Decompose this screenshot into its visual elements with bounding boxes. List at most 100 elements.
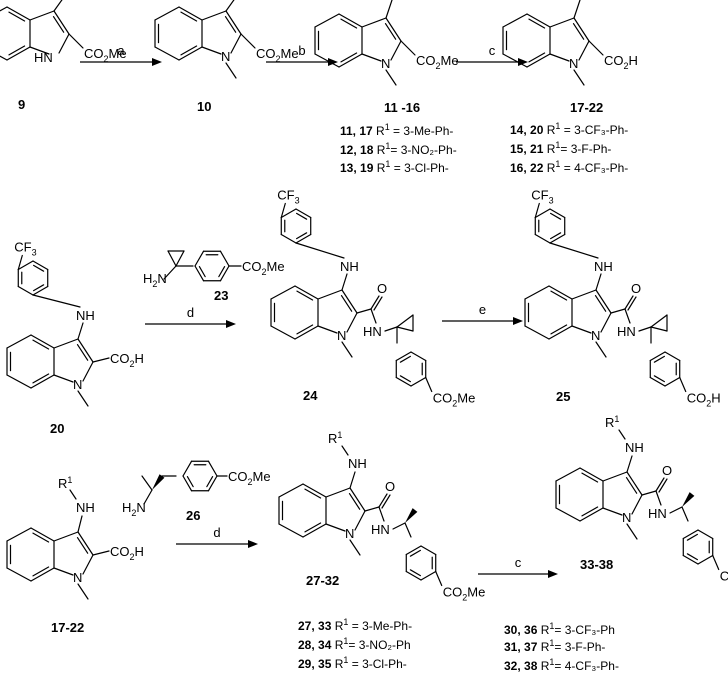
r-group-17b-part: 1 [67,475,72,485]
bond [29,46,50,55]
bond [682,529,699,540]
n-methyl-bond [225,62,237,79]
ester-23: CO2Me [242,259,285,277]
double-bond [304,522,322,533]
cf3-group-part: 3 [32,248,37,258]
r-substituent: = 3-NO₂-Ph- [390,143,456,157]
amide-nh: HN [617,324,636,339]
double-bond [384,22,397,40]
amine-group-part: N [136,500,145,515]
arrow-c-top-label: c [489,43,496,58]
double-bond [409,569,421,577]
n-methyl-bond [595,341,607,358]
cf3-group: CF3 [277,188,299,206]
bond [373,296,383,311]
acid-25-part: H [711,391,720,406]
bond [524,325,550,340]
bond [579,467,604,482]
bond [338,13,363,28]
r-symbol: R [373,143,385,157]
bond [549,53,570,62]
r-superscript: 1 [549,657,554,667]
amine-group: H2N [122,500,146,518]
ester-26-part: CO [228,469,248,484]
bond [410,351,427,362]
bond [178,6,203,21]
bond [77,531,94,556]
bond [314,13,340,28]
r-symbol: R [537,640,549,654]
bond [649,376,666,387]
ester-10-part: CO [256,46,276,61]
compound-ids: 16, 22 [510,161,544,175]
ester-11: CO2Me [416,53,459,71]
carbonyl-o: O [631,281,641,296]
r-superscript: 1 [385,141,390,151]
bond [82,361,94,382]
r-symbol: R [331,619,343,633]
n-atom: N [221,49,230,64]
double-bond [686,553,698,561]
r-substituent: = 3-Cl-Ph- [390,161,448,175]
double-bond [52,15,65,33]
bond [92,357,110,363]
r-group-33: R1 [605,414,619,430]
bond [658,478,668,493]
bond [405,570,422,581]
compound-ids: 15, 21 [510,142,544,156]
double-bond [180,45,198,56]
r-substituent: = 3-F-Ph- [560,142,611,156]
acid-17b-part: CO [110,544,130,559]
bond [295,233,312,244]
bond [641,490,657,496]
bond [681,506,689,522]
compound-33-38-label: 33-38 [580,557,613,572]
nh-group: NH [594,259,613,274]
bond [578,40,590,61]
amine-group-part: 2 [152,279,157,289]
bond [53,374,74,383]
bond [29,10,55,21]
r-superscript: 1 [385,159,390,169]
bond [549,208,566,219]
arrow-a-label: a [117,43,125,58]
bond [400,40,416,56]
double-bond [581,506,599,517]
bond [370,308,377,324]
amine-group-part: H [143,271,152,286]
amide-nh: HN [363,324,382,339]
bond [349,487,366,512]
bond [32,260,49,271]
compound-23-label: 23 [214,288,228,303]
bond [385,0,393,19]
double-bond [550,290,568,301]
bond [53,531,79,542]
compound-27-32-label: 27-32 [306,573,339,588]
double-bond [348,492,361,510]
labels: HNBrCO2Me9aNBrCO2Me10bNNHR1CO2Me11 -16cN… [14,0,728,673]
r-group-27-part: 1 [337,430,342,440]
bond [53,10,70,35]
acid-25-part: 2 [706,399,711,409]
bond [549,233,566,244]
bond [378,506,385,522]
ester-9-part: Me [109,46,127,61]
bond [697,529,714,540]
arrow-d-bottom-head [248,540,258,548]
double-bond [594,294,607,312]
bond [225,10,242,35]
ester-23-part: 2 [262,267,267,277]
r-group-note: 15, 21 R1= 3-F-Ph- [510,140,611,156]
n-atom: N [73,570,82,585]
bond [395,376,412,387]
bond [141,475,153,491]
double-bond [218,266,226,278]
bond [624,308,631,324]
n-methyl-bond [626,523,638,540]
bond [207,460,218,477]
reaction-arrows [80,58,558,578]
arrow-d-bottom-label: d [213,525,220,540]
bond [610,308,626,314]
bond [30,567,55,582]
r-group-note: 16, 22 R1 = 4-CF₃-Ph- [510,159,628,175]
